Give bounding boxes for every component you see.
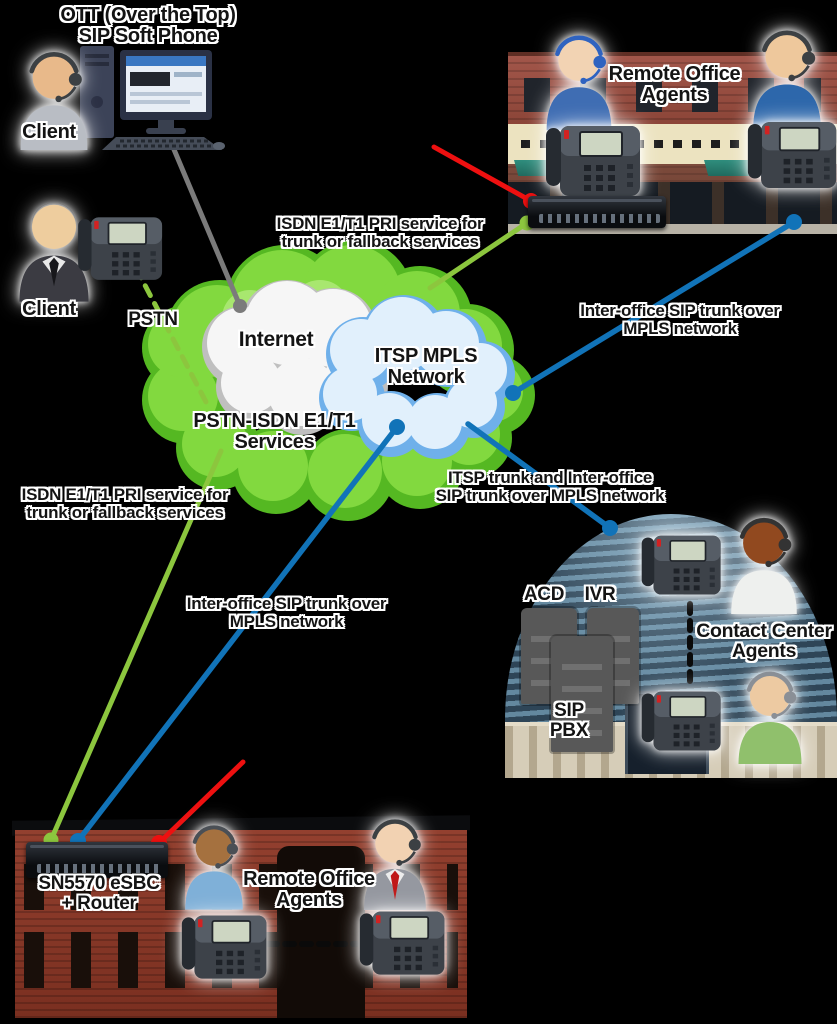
remote-office-top-label: Remote Office Agents <box>608 63 741 106</box>
line-interoffice-to-bottom <box>75 424 400 844</box>
line-isdn-top <box>427 220 530 291</box>
interoffice-mid-label: Inter-office SIP trunk over MPLS network <box>186 594 387 631</box>
internet-cloud-label: Internet <box>238 328 314 351</box>
line-fallback-top-red <box>431 144 534 204</box>
ott-softphone-title: OTT (Over the Top) SIP Soft Phone <box>60 4 236 47</box>
acd-label: ACD <box>523 584 565 605</box>
ip-phone-remote-top-right-icon <box>746 116 837 196</box>
ip-phone-bottom-right-icon <box>358 906 448 982</box>
contact-center-label: Contact Center Agents <box>696 620 832 663</box>
line-softphone-to-internet <box>167 137 243 309</box>
building-entrance <box>277 846 365 1018</box>
remote-office-bottom-label: Remote Office Agents <box>243 868 375 911</box>
line-itsp-to-contact-center <box>465 421 613 531</box>
contact-center-agent-male-icon <box>718 512 810 614</box>
sip-pbx-server-icon <box>551 636 613 752</box>
gateway-device-top <box>528 196 666 228</box>
interoffice-right-label: Inter-office SIP trunk over MPLS network <box>580 301 780 338</box>
pstn-label: PSTN <box>128 309 178 330</box>
line-fallback-bottom-red <box>156 759 246 846</box>
ip-phone-remote-top-left-icon <box>544 120 644 204</box>
contact-center-agent-female-icon <box>724 666 816 764</box>
ip-phone-client-icon <box>76 212 166 287</box>
ip-phone-contact-center-top-icon <box>640 530 724 602</box>
sidewalk <box>508 224 837 234</box>
sn5570-device-label: SN5570 eSBC + Router <box>38 873 160 914</box>
client-pstn-person-icon <box>6 194 102 302</box>
ip-phone-contact-center-bottom-icon <box>640 686 724 758</box>
line-isdn-left <box>48 448 224 843</box>
isdn-top-label: ISDN E1/T1 PRI service for trunk or fall… <box>276 214 484 251</box>
desktop-computer-icon <box>80 46 225 150</box>
remote-agent-bottom-right-icon <box>352 808 438 916</box>
line-interoffice-right <box>510 219 797 396</box>
line-pstn-dashed <box>133 265 209 405</box>
sip-pbx-label: SIP PBX <box>549 700 589 741</box>
sn5570-esbc-router-device <box>26 842 168 878</box>
itsp-mpls-cloud <box>319 295 515 459</box>
frieze-pattern <box>521 140 824 148</box>
itsp-mpls-cloud-label: ITSP MPLS Network <box>374 345 478 388</box>
ip-phone-bottom-left-icon <box>180 910 270 986</box>
pstn-isdn-cloud-label: PSTN-ISDN E1/T1 Services <box>193 410 356 453</box>
itsp-trunk-label: ITSP trunk and Inter-office SIP trunk ov… <box>435 468 665 505</box>
ivr-label: IVR <box>584 584 616 605</box>
client2-label: Client <box>22 298 76 320</box>
client1-label: Client <box>22 121 76 143</box>
isdn-left-label: ISDN E1/T1 PRI service for trunk or fall… <box>21 485 229 522</box>
